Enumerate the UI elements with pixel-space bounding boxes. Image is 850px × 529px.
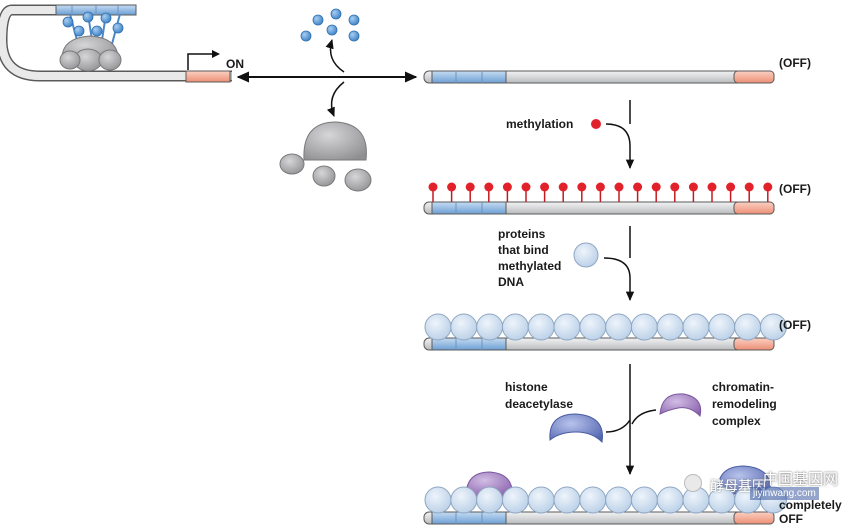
histone-line-1: histone [505, 380, 548, 394]
watermark: 酵母基因 中国基因网 jiyinwang.com [668, 466, 843, 516]
proteins-line-2: that bind [498, 243, 549, 257]
chromatin-remodeling-label: chromatin- remodeling complex [712, 379, 777, 430]
methyl-binding-protein-bead [450, 313, 478, 341]
coding-region [733, 201, 775, 215]
on-label: ON [226, 57, 244, 71]
methyl-mark [465, 182, 475, 202]
proteins-line-4: DNA [498, 275, 524, 289]
methyl-binding-protein-bead [605, 313, 633, 341]
methyl-binding-protein-bead [527, 313, 555, 341]
methyl-binding-protein-bead [476, 313, 504, 341]
methyl-mark [670, 182, 680, 202]
methyl-binding-protein-bead [605, 486, 633, 514]
methylation-label: methylation [506, 117, 574, 131]
methyl-binding-protein-bead [708, 313, 736, 341]
methyl-mark [744, 182, 754, 202]
methyl-mark [447, 182, 457, 202]
watermark-logo-icon [684, 474, 702, 492]
histone-line-2: deacetylase [505, 397, 574, 411]
proteins-line-3: methylated [498, 259, 562, 273]
methyl-binding-protein-bead [424, 486, 452, 514]
off-label-1: (OFF) [779, 56, 811, 70]
methyl-mark [577, 182, 587, 202]
methyl-binding-protein-bead [656, 313, 684, 341]
coding-region-on [185, 70, 231, 83]
methyl-binding-protein-bead [501, 313, 529, 341]
methyl-binding-protein-bead [579, 486, 607, 514]
methyl-binding-protein-bead [759, 313, 787, 341]
methyl-binding-protein-bead [476, 486, 504, 514]
free-protein-subunits [279, 121, 372, 192]
chromatin-line-2: remodeling [712, 397, 777, 411]
chromatin-remodeling-complex-icon [659, 393, 702, 417]
proteins-line-1: proteins [498, 227, 546, 241]
methyl-mark [540, 182, 550, 202]
nucleosome-beads [424, 313, 787, 514]
methyl-binding-protein-icon [573, 242, 599, 268]
histone-deacetylase-icon [549, 413, 603, 444]
watermark-site-name: 中国基因网 [763, 471, 839, 488]
methyl-binding-protein-bead [501, 486, 529, 514]
dna-strand-stack [423, 70, 775, 525]
methyl-mark [558, 182, 568, 202]
transcription-start-arrow-icon [187, 53, 214, 70]
bound-silencing-complexes [465, 465, 771, 497]
regulatory-region [431, 337, 507, 351]
methyl-binding-protein-bead [553, 313, 581, 341]
bound-activator-complex [59, 11, 124, 72]
methyl-mark [614, 182, 624, 202]
methyl-binding-protein-bead [579, 313, 607, 341]
proteins-label: proteins that bind methylated DNA [498, 226, 561, 290]
methyl-mark [726, 182, 736, 202]
methyl-binding-protein-bead [734, 313, 762, 341]
binding-arrow-icon [603, 257, 635, 302]
methyl-binding-protein-bead [450, 486, 478, 514]
dna-strand-4 [423, 511, 775, 525]
methyl-mark [595, 182, 605, 202]
methyl-binding-protein-bead [553, 486, 581, 514]
binding-protein-step [573, 226, 635, 302]
methyl-mark [763, 182, 773, 202]
methyl-mark [502, 182, 512, 202]
coding-region [733, 511, 775, 525]
methylation-arrow-icon [605, 123, 635, 170]
methyl-mark [633, 182, 643, 202]
watermark-url: jiyinwang.com [750, 487, 819, 500]
dna-strand-2 [423, 201, 775, 215]
methyl-mark [521, 182, 531, 202]
off-label-2: (OFF) [779, 182, 811, 196]
methyl-binding-protein-bead [630, 313, 658, 341]
ligand-release-arrow-icon [325, 38, 345, 73]
methyl-mark [651, 182, 661, 202]
off-label-3: (OFF) [779, 318, 811, 332]
chromatin-line-3: complex [712, 414, 761, 428]
free-ligand-cluster [300, 8, 360, 42]
active-gene-loop [0, 4, 232, 83]
completely-label: completely [779, 498, 842, 512]
methyl-binding-protein-bead [527, 486, 555, 514]
methyl-mark [428, 182, 438, 202]
methyl-group-icon [591, 119, 601, 129]
chromatin-line-1: chromatin- [712, 380, 775, 394]
off-final-label: OFF [779, 512, 803, 526]
coding-region [733, 70, 775, 84]
deacetylation-step [549, 364, 702, 476]
methyl-mark [484, 182, 494, 202]
methyl-mark [688, 182, 698, 202]
dna-strand-1 [423, 70, 775, 84]
methyl-binding-protein-bead [682, 313, 710, 341]
regulatory-region [431, 70, 507, 84]
regulatory-region [431, 201, 507, 215]
coding-region [733, 337, 775, 351]
regulatory-region [431, 511, 507, 525]
methyl-binding-protein-bead [630, 486, 658, 514]
methyl-mark [707, 182, 717, 202]
methyl-binding-protein-bead [424, 313, 452, 341]
methyl-marks [428, 182, 773, 202]
histone-deacetylase-label: histone deacetylase [505, 379, 573, 413]
repressor-release-arrow-icon [326, 81, 345, 117]
methylation-step [591, 100, 635, 170]
